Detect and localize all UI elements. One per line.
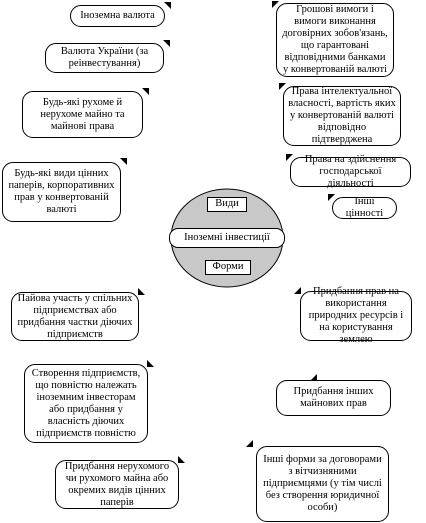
type-box-business-rights: Права на здійснення господарської діяльн…	[290, 154, 411, 189]
type-box-foreign-currency: Іноземна валюта	[70, 5, 165, 27]
form-box-full-ownership: Створення підприємств, що повністю належ…	[24, 364, 148, 443]
form-box-other-forms: Інші форми за договорами з вітчизняними …	[256, 446, 389, 522]
connector-arrow	[164, 2, 171, 9]
connector-arrow	[120, 158, 127, 165]
type-box-other-values: Інші цінності	[332, 196, 397, 219]
center-title: Іноземні інвестиції	[169, 228, 285, 248]
connector-arrow	[328, 194, 335, 201]
connector-arrow	[310, 374, 317, 381]
connector-arrow	[286, 154, 293, 161]
type-box-property: Будь-які рухоме й нерухоме майно та майн…	[22, 91, 143, 138]
center-node: Види Іноземні інвестиції Форми	[168, 186, 286, 290]
type-box-uah-reinvest: Валюта України (за реінвестування)	[45, 43, 164, 73]
connector-arrow	[178, 456, 185, 463]
connector-arrow	[294, 287, 301, 294]
connector-arrow	[272, 1, 279, 8]
connector-arrow	[142, 88, 149, 95]
form-box-joint-ventures: Пайова участь у спільних підприємствах а…	[11, 292, 139, 341]
connector-arrow	[138, 288, 145, 295]
form-box-property-acquisition: Придбання нерухомого чи рухомого майна а…	[55, 460, 179, 509]
types-label: Види	[207, 197, 247, 212]
connector-arrow	[246, 440, 253, 447]
connector-arrow	[147, 360, 154, 367]
form-box-natural-resources: Придбання прав на використання природних…	[300, 286, 412, 345]
type-box-securities: Будь-які види цінних паперів, корпоратив…	[2, 162, 121, 222]
type-box-monetary-claims: Грошові вимоги і вимоги виконання догові…	[276, 3, 394, 77]
forms-label: Форми	[205, 260, 251, 275]
type-box-ip-rights: Права інтелектуальної власності, вартіст…	[283, 86, 401, 146]
connector-arrow	[279, 83, 286, 90]
form-box-other-property-rights: Придбання інших майнових прав	[276, 380, 391, 416]
connector-arrow	[163, 40, 170, 47]
